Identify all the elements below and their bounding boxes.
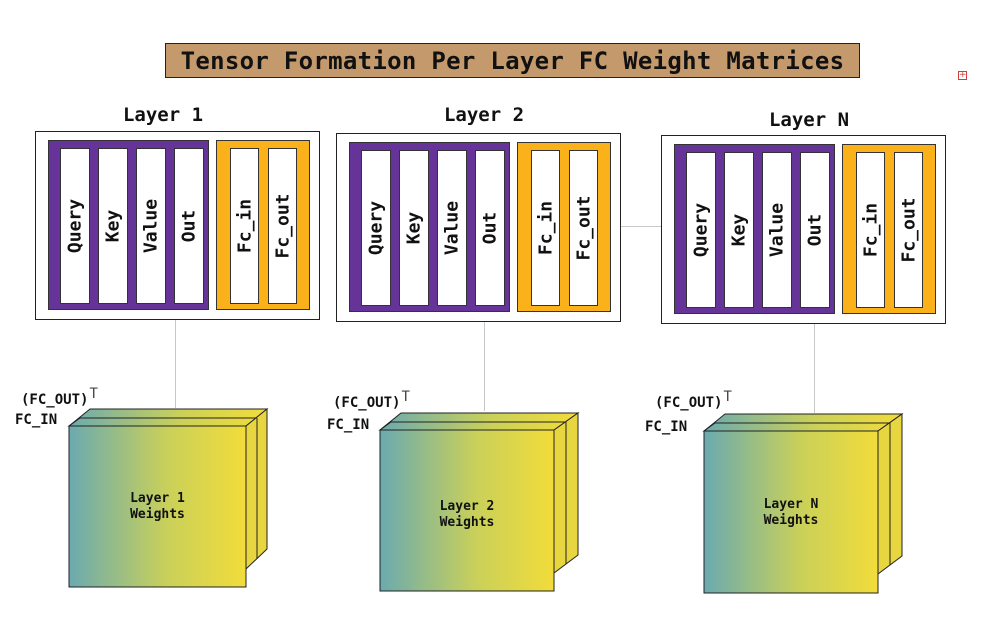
fc-in-label: FC_IN [327,417,370,433]
fc-in-label: FC_IN [15,412,58,428]
attention-matrices-group: Query Key Value Out [48,140,209,310]
layer-title: Layer 1 [122,104,204,126]
weight-tensor-cube [378,412,580,592]
key-matrix: Key [724,152,754,308]
weight-tensor-cube [67,407,269,588]
weight-tensor-cube [702,413,904,594]
connector-line-layer-2-to-n [621,226,661,227]
out-matrix: Out [475,150,505,306]
fc-matrices-group: Fc_in Fc_out [842,144,936,314]
layer-block: Query Key Value Out Fc_in Fc_out [35,131,320,320]
connector-line-layer-1 [175,320,176,408]
layer-title: Layer 2 [443,104,525,126]
connector-line-layer-2 [484,321,485,411]
key-matrix: Key [98,148,128,304]
expand-icon[interactable]: + [958,70,967,80]
fc-out-matrix: Fc_out [268,148,297,304]
connector-line-layer-n [814,323,815,413]
fc-matrices-group: Fc_in Fc_out [216,140,310,310]
diagram-title: Tensor Formation Per Layer FC Weight Mat… [165,43,860,78]
out-matrix: Out [800,152,830,308]
fc-out-transpose-label: (FC_OUT)T [655,389,732,411]
fc-out-matrix: Fc_out [569,150,598,306]
fc-matrices-group: Fc_in Fc_out [517,142,611,312]
fc-out-transpose-label: (FC_OUT)T [21,386,98,408]
out-matrix: Out [174,148,204,304]
fc-in-matrix: Fc_in [230,148,259,304]
fc-in-label: FC_IN [645,419,688,435]
query-matrix: Query [361,150,391,306]
layer-block: Query Key Value Out Fc_in Fc_out [336,133,621,322]
query-matrix: Query [686,152,716,308]
value-matrix: Value [762,152,792,308]
fc-out-transpose-label: (FC_OUT)T [333,389,410,411]
fc-in-matrix: Fc_in [856,152,885,308]
attention-matrices-group: Query Key Value Out [674,144,835,314]
value-matrix: Value [136,148,166,304]
layer-block: Query Key Value Out Fc_in Fc_out [661,135,946,324]
value-matrix: Value [437,150,467,306]
fc-out-matrix: Fc_out [894,152,923,308]
query-matrix: Query [60,148,90,304]
attention-matrices-group: Query Key Value Out [349,142,510,312]
fc-in-matrix: Fc_in [531,150,560,306]
layer-title: Layer N [768,109,850,131]
key-matrix: Key [399,150,429,306]
